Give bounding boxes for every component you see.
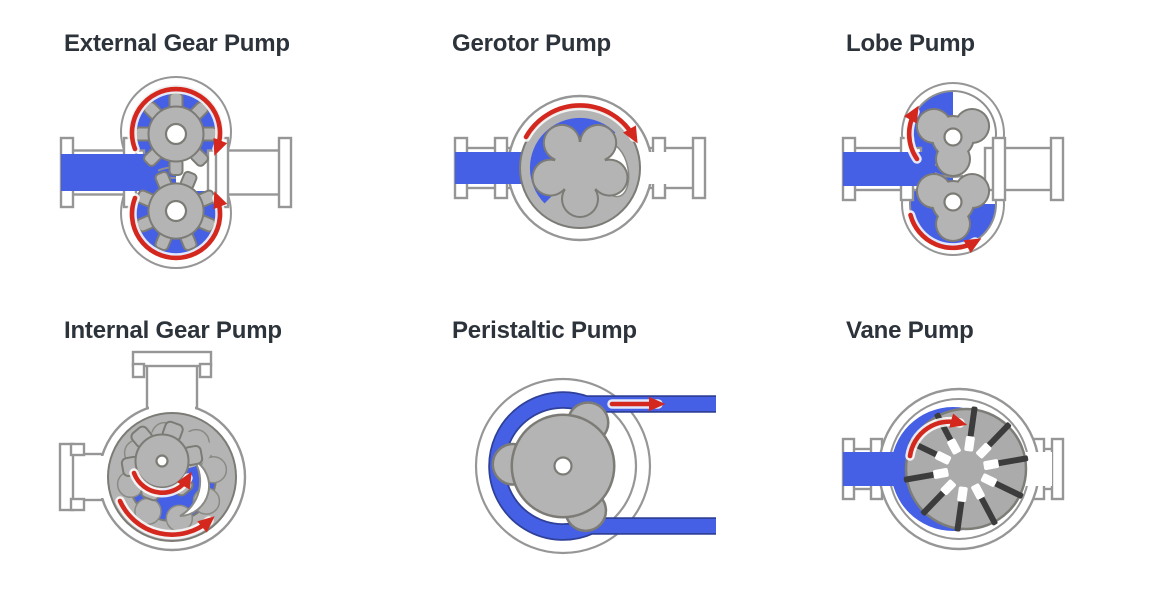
gerotor-pump-diagram: [453, 94, 707, 242]
rotation-arrow-outer: [115, 496, 215, 540]
title-external-gear-pump: External Gear Pump: [64, 30, 290, 57]
title-vane-pump: Vane Pump: [846, 317, 974, 344]
lobe-rotor-bottom: [915, 173, 991, 242]
rotation-arrow-bottom: [905, 210, 982, 253]
vanes: [903, 406, 1029, 532]
lobe-pump-diagram: [841, 82, 1065, 256]
vane-pump-diagram: [841, 387, 1065, 551]
rotation-arrow: [521, 100, 639, 144]
rotation-arrow-bottom: [127, 191, 228, 263]
idler-gear-bottom: [135, 170, 217, 252]
inlet-pipe: [59, 136, 158, 209]
rotation-arrow-top: [127, 84, 228, 156]
inlet-fluid: [455, 152, 527, 184]
drive-gear-top: [134, 92, 218, 176]
lobe-rotor-top: [915, 108, 991, 177]
internal-gear-pump-diagram: [58, 350, 247, 552]
outlet-pipe: [983, 136, 1065, 202]
external-gear-pump-diagram: [59, 76, 293, 269]
outlet-opening: [636, 152, 668, 184]
title-internal-gear-pump: Internal Gear Pump: [64, 317, 282, 344]
crescent-seal: [179, 459, 211, 517]
rotor-with-rollers: [491, 401, 616, 533]
title-peristaltic-pump: Peristaltic Pump: [452, 317, 637, 344]
top-port-opening: [149, 400, 195, 416]
rotation-arrow-inner: [129, 468, 193, 498]
left-port-opening: [94, 456, 110, 498]
rotation-arrow: [905, 413, 968, 461]
peristaltic-pump-diagram: [474, 377, 716, 555]
title-lobe-pump: Lobe Pump: [846, 30, 975, 57]
title-gerotor-pump: Gerotor Pump: [452, 30, 611, 57]
rotation-arrow-top: [904, 105, 922, 164]
inlet-fluid: [843, 452, 915, 486]
inner-rotor: [531, 123, 629, 218]
